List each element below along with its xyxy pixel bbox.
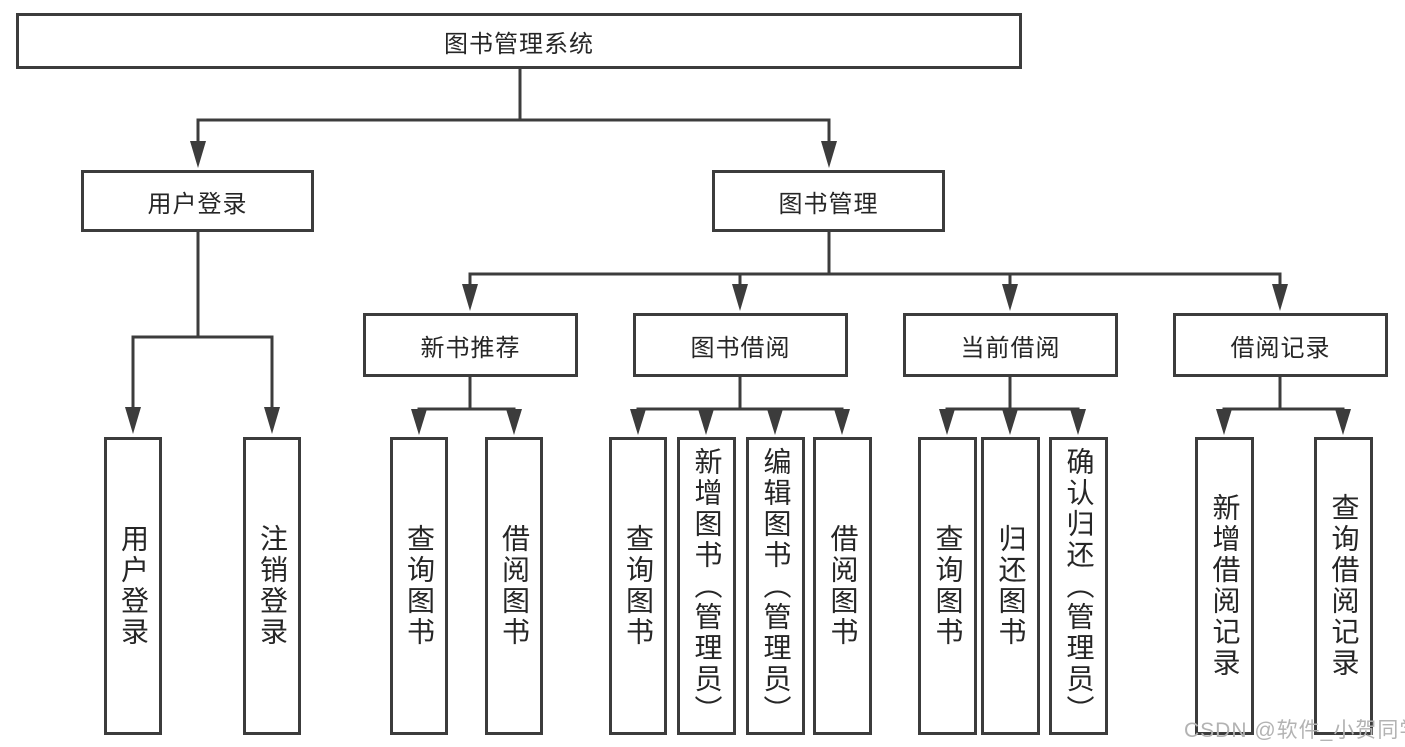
leaf-borrow-books-recommend: 借阅图书 — [485, 437, 543, 735]
connector-current-borrow-children — [939, 375, 1086, 435]
leaf-return-books-label: 归还图书 — [995, 524, 1027, 648]
leaf-confirm-return-admin-label: 确认归还（管理员） — [1063, 446, 1095, 726]
node-new-book-recommend: 新书推荐 — [363, 313, 578, 377]
leaf-borrow-books: 借阅图书 — [813, 437, 872, 735]
leaf-return-books: 归还图书 — [981, 437, 1040, 735]
leaf-query-borrow-record: 查询借阅记录 — [1314, 437, 1373, 735]
connector-user-login-children — [125, 230, 280, 434]
node-user-login-label: 用户登录 — [147, 190, 248, 218]
leaf-confirm-return-admin: 确认归还（管理员） — [1049, 437, 1108, 735]
connector-book-management-children — [462, 230, 1288, 311]
leaf-logout-label: 注销登录 — [257, 524, 288, 648]
node-current-borrow: 当前借阅 — [903, 313, 1118, 377]
leaf-add-books-admin-label: 新增图书（管理员） — [691, 446, 723, 726]
connector-borrow-records-children — [1216, 375, 1351, 435]
leaf-query-books-borrow: 查询图书 — [609, 437, 667, 735]
leaf-user-login-label: 用户登录 — [118, 524, 149, 648]
leaf-query-borrow-record-label: 查询借阅记录 — [1328, 493, 1360, 679]
leaf-query-books-current-label: 查询图书 — [932, 524, 964, 648]
node-book-borrow-label: 图书借阅 — [690, 334, 791, 362]
node-borrow-records: 借阅记录 — [1173, 313, 1388, 377]
leaf-borrow-books-recommend-label: 借阅图书 — [499, 524, 530, 648]
node-current-borrow-label: 当前借阅 — [960, 334, 1061, 362]
leaf-user-login: 用户登录 — [104, 437, 162, 735]
leaf-borrow-books-label: 借阅图书 — [827, 524, 859, 648]
watermark: CSDN @软件_小贺同学 — [1184, 719, 1405, 742]
node-borrow-records-label: 借阅记录 — [1230, 334, 1331, 362]
node-user-login: 用户登录 — [81, 170, 314, 232]
leaf-logout: 注销登录 — [243, 437, 301, 735]
node-book-management: 图书管理 — [712, 170, 945, 232]
connector-root-to-level1 — [190, 67, 837, 168]
leaf-add-books-admin: 新增图书（管理员） — [677, 437, 736, 735]
leaf-add-borrow-record-label: 新增借阅记录 — [1209, 493, 1241, 679]
node-root: 图书管理系统 — [16, 13, 1022, 69]
leaf-edit-books-admin-label: 编辑图书（管理员） — [760, 446, 792, 726]
node-new-book-recommend-label: 新书推荐 — [420, 334, 521, 362]
leaf-query-books-recommend: 查询图书 — [390, 437, 448, 735]
connector-book-borrow-children — [630, 375, 850, 435]
leaf-add-borrow-record: 新增借阅记录 — [1195, 437, 1254, 735]
node-root-label: 图书管理系统 — [444, 30, 594, 58]
leaf-edit-books-admin: 编辑图书（管理员） — [746, 437, 805, 735]
leaf-query-books-current: 查询图书 — [918, 437, 977, 735]
node-book-borrow: 图书借阅 — [633, 313, 848, 377]
connector-new-book-recommend-children — [411, 375, 522, 435]
node-book-management-label: 图书管理 — [778, 190, 879, 218]
leaf-query-books-recommend-label: 查询图书 — [404, 524, 435, 648]
leaf-query-books-borrow-label: 查询图书 — [623, 524, 654, 648]
